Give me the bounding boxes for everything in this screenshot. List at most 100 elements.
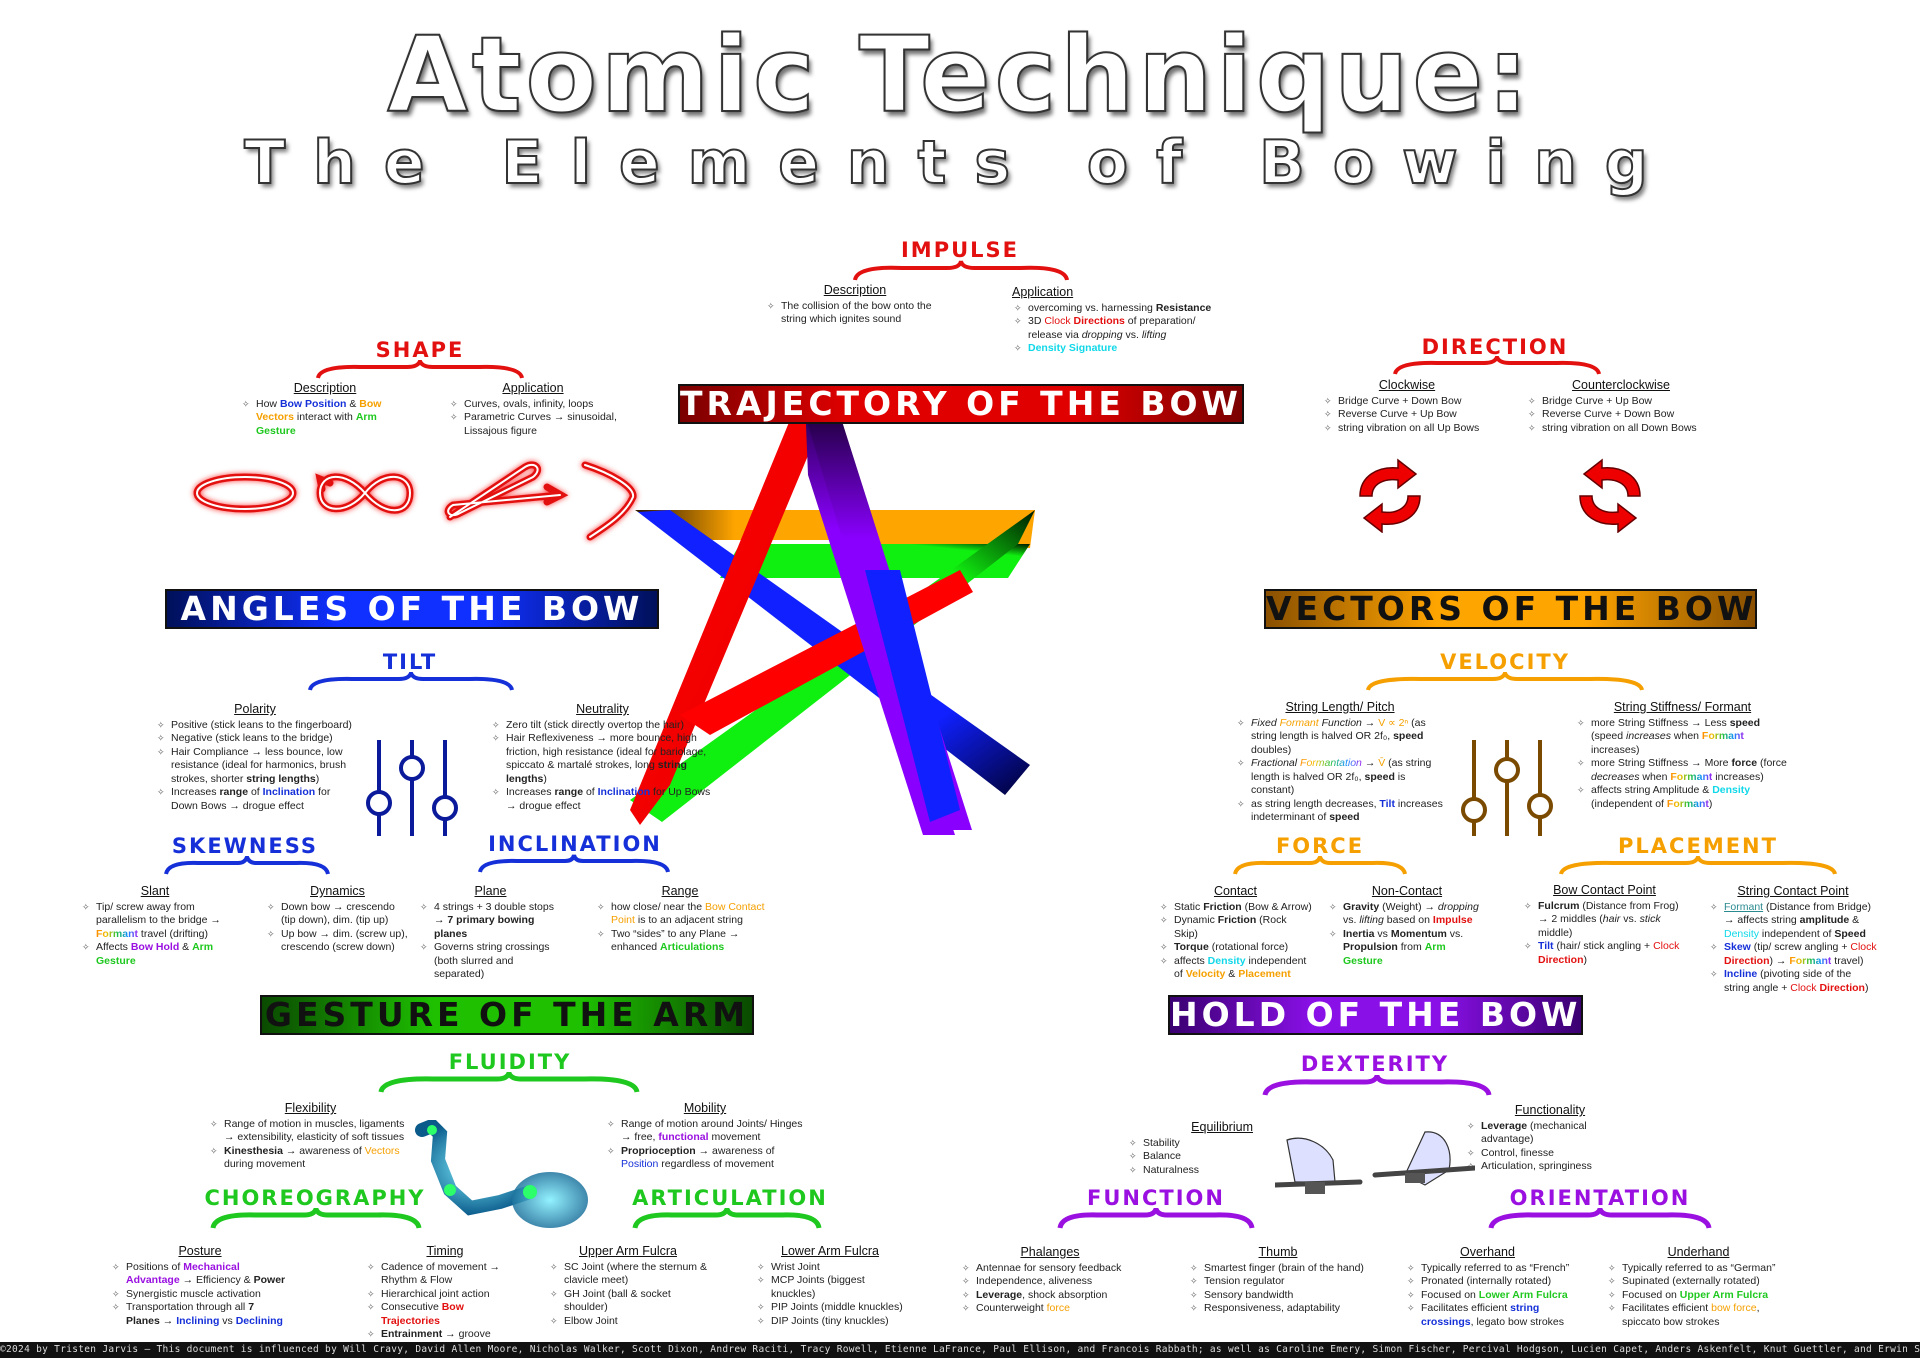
list-item: Increases range of Inclination for Down … xyxy=(155,786,355,813)
velocity-string-length-title: String Length/ Pitch xyxy=(1285,700,1395,714)
heading-articulation: ARTICULATION xyxy=(632,1186,828,1210)
list-item: more String Stiffness → Less speed (spee… xyxy=(1575,717,1790,758)
heading-velocity: VELOCITY xyxy=(1440,650,1570,674)
list-item: Two “sides” to any Plane → enhanced Arti… xyxy=(595,928,765,955)
heading-skewness: SKEWNESS xyxy=(171,834,319,858)
inclination-plane: Plane 4 strings + 3 double stops → 7 pri… xyxy=(418,884,563,982)
brace-direction xyxy=(1393,356,1601,375)
tilt-neutrality-title: Neutrality xyxy=(576,702,629,716)
function-phalanges: Phalanges Antennae for sensory feedback … xyxy=(960,1245,1140,1316)
list-item: Naturalness xyxy=(1127,1164,1257,1178)
list-item: Hair Reflexiveness → more bounce, high f… xyxy=(490,732,715,786)
list-item: Curves, ovals, infinity, loops xyxy=(448,398,618,412)
list-item: Bridge Curve + Down Bow xyxy=(1322,395,1492,409)
list-item: Positions of Mechanical Advantage → Effi… xyxy=(110,1261,290,1288)
list-item: Static Friction (Bow & Arrow) xyxy=(1158,901,1313,915)
fluidity-mobility: Mobility Range of motion around Joints/ … xyxy=(605,1101,805,1172)
tilt-polarity: Polarity Positive (stick leans to the fi… xyxy=(155,702,355,813)
fluidity-flexibility-title: Flexibility xyxy=(284,1101,337,1115)
list-item: string vibration on all Up Bows xyxy=(1322,422,1492,436)
page-title: Atomic Technique: xyxy=(386,13,1533,137)
list-item: Skew (tip/ screw angling + Clock Directi… xyxy=(1708,941,1878,968)
choreography-timing-title: Timing xyxy=(426,1244,464,1258)
list-item: Transportation through all 7 Planes → In… xyxy=(110,1301,290,1328)
brace-articulation xyxy=(632,1208,822,1229)
velocity-string-length: String Length/ Pitch Fixed Formant Funct… xyxy=(1235,700,1445,825)
list-item: as string length decreases, Tilt increas… xyxy=(1235,798,1445,825)
heading-dexterity: DEXTERITY xyxy=(1300,1052,1450,1076)
list-item: Articulation, springiness xyxy=(1465,1160,1635,1174)
list-item: Facilitates efficient string crossings, … xyxy=(1405,1302,1570,1329)
list-item: affects Density independent of Velocity … xyxy=(1158,955,1313,982)
list-item: 4 strings + 3 double stops → 7 primary b… xyxy=(418,901,563,942)
articulation-lower-title: Lower Arm Fulcra xyxy=(781,1244,879,1258)
orientation-overhand-title: Overhand xyxy=(1460,1245,1515,1259)
heading-choreography: CHOREOGRAPHY xyxy=(204,1186,426,1210)
shape-description: Description How Bow Position & Bow Vecto… xyxy=(240,381,410,439)
placement-string-contact-title: String Contact Point xyxy=(1737,884,1849,898)
brace-force xyxy=(1233,856,1407,875)
list-item: Proprioception → awareness of Position r… xyxy=(605,1145,805,1172)
impulse-application-title: Application xyxy=(1012,285,1074,299)
heading-direction: DIRECTION xyxy=(1421,335,1569,359)
list-item: Smartest finger (brain of the hand) xyxy=(1188,1262,1368,1276)
list-item: Gravity (Weight) → dropping vs. lifting … xyxy=(1327,901,1487,928)
list-item: Stability xyxy=(1127,1137,1257,1151)
brace-function xyxy=(1057,1208,1255,1229)
list-item: Incline (pivoting side of the string ang… xyxy=(1708,968,1878,995)
impulse-description-title: Description xyxy=(823,283,887,297)
impossible-pentagram-icon xyxy=(630,410,1035,835)
inclination-plane-title: Plane xyxy=(474,884,507,898)
list-item: Responsiveness, adaptability xyxy=(1188,1302,1368,1316)
list-item: Tilt (hair/ stick angling + Clock Direct… xyxy=(1522,940,1687,967)
skewness-slant: Slant Tip/ screw away from parallelism t… xyxy=(80,884,230,968)
list-item: Hair Compliance → less bounce, low resis… xyxy=(155,746,355,787)
list-item: Supinated (externally rotated) xyxy=(1606,1275,1791,1289)
dexterity-equilibrium-title: Equilibrium xyxy=(1191,1120,1253,1134)
brace-dexterity xyxy=(1262,1075,1492,1096)
brace-fluidity xyxy=(378,1072,640,1093)
list-item: Control, finesse xyxy=(1465,1147,1635,1161)
list-item: Fulcrum (Distance from Frog) → 2 middles… xyxy=(1522,900,1687,941)
inclination-range-title: Range xyxy=(661,884,699,898)
list-item: Torque (rotational force) xyxy=(1158,941,1313,955)
brace-orientation xyxy=(1488,1208,1712,1229)
heading-fluidity: FLUIDITY xyxy=(448,1050,572,1074)
list-item: Consecutive Bow Trajectories xyxy=(365,1301,525,1328)
placement-bow-contact-title: Bow Contact Point xyxy=(1553,883,1656,897)
force-non-contact: Non-Contact Gravity (Weight) → dropping … xyxy=(1327,884,1487,968)
list-item: Fractional Formantation → V̄ (as string … xyxy=(1235,757,1445,798)
list-item: Down bow → crescendo (tip down), dim. (t… xyxy=(265,901,410,928)
shape-application: Application Curves, ovals, infinity, loo… xyxy=(448,381,618,438)
list-item: Parametric Curves → sinusoidal, Lissajou… xyxy=(448,411,618,438)
skewness-dynamics-title: Dynamics xyxy=(310,884,365,898)
tilt-slider-icon xyxy=(366,740,458,836)
force-non-contact-title: Non-Contact xyxy=(1371,884,1443,898)
function-phalanges-title: Phalanges xyxy=(1020,1245,1080,1259)
heading-function: FUNCTION xyxy=(1087,1186,1225,1210)
list-item: Up bow → dim. (screw up), crescendo (scr… xyxy=(265,928,410,955)
articulation-upper-title: Upper Arm Fulcra xyxy=(579,1244,677,1258)
list-item: Focused on Upper Arm Fulcra xyxy=(1606,1289,1791,1303)
list-item: Range of motion around Joints/ Hinges → … xyxy=(605,1118,805,1145)
impulse-description: Description The collision of the bow ont… xyxy=(765,283,945,327)
list-item: How Bow Position & Bow Vectors interact … xyxy=(240,398,410,439)
shape-curves-icons xyxy=(193,461,637,541)
list-item: Cadence of movement → Rhythm & Flow xyxy=(365,1261,525,1288)
brace-choreography xyxy=(210,1208,422,1229)
direction-clockwise: Clockwise Bridge Curve + Down Bow Revers… xyxy=(1322,378,1492,436)
counterclockwise-arrows-icon xyxy=(1579,458,1641,533)
bow-hold-hands-illustration xyxy=(1275,1131,1475,1194)
list-item: Balance xyxy=(1127,1150,1257,1164)
banner-vectors-of-the-bow: VECTORS OF THE BOW xyxy=(1264,589,1758,629)
brace-tilt xyxy=(308,672,514,691)
direction-clockwise-title: Clockwise xyxy=(1378,378,1436,392)
impulse-application: Application overcoming vs. harnessing Re… xyxy=(1012,285,1232,356)
fluidity-flexibility: Flexibility Range of motion in muscles, … xyxy=(208,1101,413,1172)
footer-credits: ©2024 by Tristen Jarvis – This document … xyxy=(0,1342,1920,1358)
list-item: Increases range of Inclination for Up Bo… xyxy=(490,786,715,813)
list-item: Dynamic Friction (Rock Skip) xyxy=(1158,914,1313,941)
list-item: GH Joint (ball & socket shoulder) xyxy=(548,1288,708,1315)
inclination-range: Range how close/ near the Bow Contact Po… xyxy=(595,884,765,955)
list-item: Independence, aliveness xyxy=(960,1275,1140,1289)
